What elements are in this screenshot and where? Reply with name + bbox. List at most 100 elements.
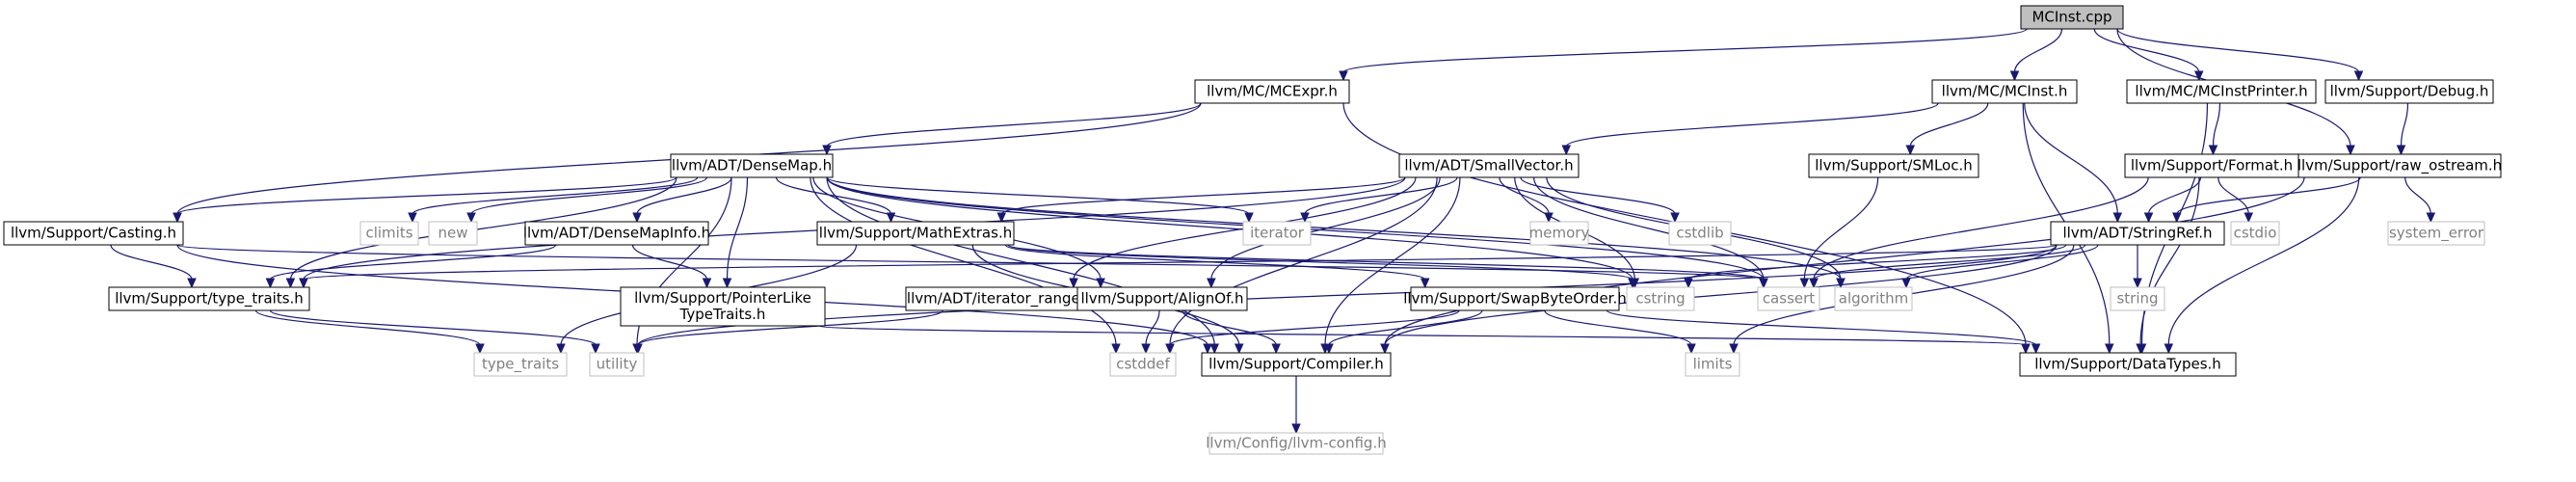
edge-line <box>726 176 749 281</box>
node-raw_ostream[interactable]: llvm/Support/raw_ostream.h <box>2297 153 2502 178</box>
node-datatypes[interactable]: llvm/Support/DataTypes.h <box>2019 352 2237 377</box>
node-label: llvm/Support/SwapByteOrder.h <box>1403 290 1627 308</box>
edge-arrowhead <box>2031 343 2041 355</box>
edge-densemapinfo-to-pointerlike <box>631 244 712 289</box>
edge-arrowhead <box>1271 343 1281 355</box>
edge-swapbyteorder-to-compiler <box>1324 309 1483 355</box>
node-debug[interactable]: llvm/Support/Debug.h <box>2324 79 2494 104</box>
edge-densemap-to-climits <box>408 176 699 224</box>
edge-line <box>1169 309 1460 346</box>
node-label: algorithm <box>1839 290 1908 308</box>
edge-line <box>2167 176 2360 346</box>
edge-arrowhead <box>187 278 197 289</box>
node-label: llvm/MC/MCInstPrinter.h <box>2135 83 2307 100</box>
edge-arrowhead <box>2172 212 2182 224</box>
edge-arrowhead <box>1291 423 1301 435</box>
edge-line <box>254 309 481 346</box>
node-densemapinfo[interactable]: llvm/ADT/DenseMapInfo.h <box>523 221 710 246</box>
edge-arrowhead <box>2244 212 2254 224</box>
edge-arrowhead <box>1234 343 1244 355</box>
edge-line <box>1384 244 2058 346</box>
edge-type_traits_h-to-utility <box>269 309 600 355</box>
edge-line <box>1384 176 2305 346</box>
edge-raw_ostream-to-stringref <box>2172 176 2361 224</box>
edge-line <box>637 309 943 346</box>
edge-arrowhead <box>2208 145 2218 156</box>
edge-line <box>412 176 699 215</box>
edge-alignof-to-compiler <box>1182 309 1281 355</box>
edge-mcinst_h-to-smallvector <box>1561 102 1939 156</box>
edge-line <box>1909 102 1989 147</box>
edge-stringref-to-compiler <box>1380 244 2058 355</box>
node-stringref[interactable]: llvm/ADT/StringRef.h <box>2050 221 2225 246</box>
edge-densemap-to-cstddef <box>810 176 1121 355</box>
edge-arrowhead <box>1759 278 1768 289</box>
edge-arrowhead <box>2426 212 2436 224</box>
node-label: new <box>438 225 467 242</box>
node-box <box>359 221 419 246</box>
node-label: cassert <box>1763 290 1815 308</box>
edge-arrowhead <box>702 278 712 289</box>
edge-mcinst_cpp-to-mcinst_h <box>2009 28 2063 82</box>
edge-arrowhead <box>1686 343 1696 355</box>
node-smallvector[interactable]: llvm/ADT/SmallVector.h <box>1398 153 1580 178</box>
edge-line <box>637 244 2058 346</box>
node-casting[interactable]: llvm/Support/Casting.h <box>3 221 184 246</box>
node-alignof[interactable]: llvm/Support/AlignOf.h <box>1076 286 1248 311</box>
edge-densemapinfo-to-type_traits_h <box>265 244 557 289</box>
edge-line <box>826 102 1202 147</box>
node-mcinst_cpp[interactable]: MCInst.cpp <box>2020 5 2124 30</box>
edge-arrowhead <box>1729 343 1739 355</box>
node-smloc[interactable]: llvm/Support/SMLoc.h <box>1808 153 1979 178</box>
node-mcexpr[interactable]: llvm/MC/MCExpr.h <box>1194 79 1350 104</box>
edge-line <box>176 176 677 215</box>
node-type_traits_h[interactable]: llvm/Support/type_traits.h <box>108 286 310 311</box>
edge-line <box>1182 309 1277 346</box>
node-label: llvm/Support/PointerLike <box>634 289 811 307</box>
edge-densemap-to-densemapinfo <box>632 176 732 224</box>
node-box <box>1668 221 1732 246</box>
node-mcinst_h[interactable]: llvm/MC/MCInst.h <box>1931 79 2078 104</box>
edge-raw_ostream-to-system_error <box>2404 176 2436 224</box>
node-swapbyteorder[interactable]: llvm/Support/SwapByteOrder.h <box>1403 286 1627 311</box>
node-label: MCInst.cpp <box>2032 9 2111 26</box>
node-iterator_range[interactable]: llvm/ADT/iterator_range.h <box>905 286 1096 311</box>
edge-line <box>470 176 708 215</box>
node-box <box>1529 221 1589 246</box>
edge-arrowhead <box>2105 343 2114 355</box>
edge-format-to-cstdio <box>2217 176 2254 224</box>
node-densemap[interactable]: llvm/ADT/DenseMap.h <box>670 153 834 178</box>
node-mathextras[interactable]: llvm/Support/MathExtras.h <box>816 221 1015 246</box>
edge-smallvector-to-compiler <box>1320 176 1461 355</box>
node-label: llvm/Support/Compiler.h <box>1208 356 1384 373</box>
edge-line <box>1499 176 1550 215</box>
edge-compiler-to-llvm_config <box>1291 375 1301 435</box>
edge-densemap-to-iterator <box>826 176 1254 224</box>
edge-arrowhead <box>1420 278 1430 289</box>
node-mcinstprinter[interactable]: llvm/MC/MCInstPrinter.h <box>2126 79 2317 104</box>
node-box <box>2110 286 2165 311</box>
node-iterator: iterator <box>1242 221 1312 246</box>
node-label: llvm/Support/SMLoc.h <box>1815 157 1972 174</box>
edge-arrowhead <box>722 278 732 289</box>
edge-arrowhead <box>1069 278 1078 289</box>
edge-arrowhead <box>2136 343 2145 355</box>
edge-line <box>2013 28 2063 73</box>
edge-arrowhead <box>591 343 600 355</box>
edge-stringref-to-type_traits_h <box>299 244 2058 289</box>
node-box <box>2230 221 2280 246</box>
edge-arrowhead <box>1244 212 1254 224</box>
node-box <box>2050 221 2225 246</box>
edge-line <box>1145 309 1160 346</box>
edge-line <box>1606 309 2037 346</box>
edge-arrowhead <box>1207 278 1216 289</box>
node-compiler[interactable]: llvm/Support/Compiler.h <box>1201 352 1392 377</box>
edge-mcinst_h-to-stringref <box>2024 102 2123 224</box>
edge-line <box>269 244 557 281</box>
node-box <box>1109 352 1177 377</box>
node-format[interactable]: llvm/Support/Format.h <box>2124 153 2299 178</box>
edge-arrowhead <box>2193 70 2204 82</box>
edge-line <box>1304 176 1458 215</box>
edge-arrowhead <box>1799 278 1810 289</box>
